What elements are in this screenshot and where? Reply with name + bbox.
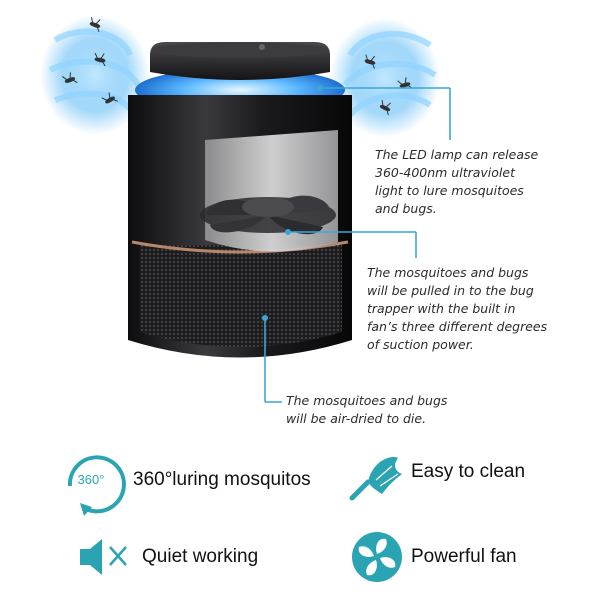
feature-360-luring-label: 360°luring mosquitos xyxy=(133,469,311,490)
feature-easy-to-clean-label: Easy to clean xyxy=(411,461,526,482)
callout-lines xyxy=(264,87,451,403)
mosquito-icon xyxy=(62,17,413,116)
feature-quiet-working-label: Quiet working xyxy=(142,546,259,567)
mesh-section xyxy=(140,245,342,347)
rotate-360-icon: 360° xyxy=(67,455,126,516)
uv-glow-right xyxy=(330,18,440,138)
callout-led-lamp: The LED lamp can release 360-400nm ultra… xyxy=(375,147,539,216)
duster-icon xyxy=(349,457,402,501)
cutaway-window xyxy=(205,130,338,252)
fan-blades xyxy=(200,195,336,235)
badge-360-text: 360° xyxy=(78,472,105,487)
power-button-icon xyxy=(259,44,265,50)
feature-powerful-fan-label: Powerful fan xyxy=(411,546,517,567)
callout-air-dried: The mosquitoes and bugs will be air-drie… xyxy=(286,393,448,426)
copper-rim xyxy=(131,240,349,254)
mosquito-trap-device xyxy=(128,42,352,358)
fan-icon xyxy=(352,532,402,582)
speaker-mute-icon xyxy=(80,539,127,575)
callout-fan-suction: The mosquitoes and bugs will be pulled i… xyxy=(367,265,548,352)
